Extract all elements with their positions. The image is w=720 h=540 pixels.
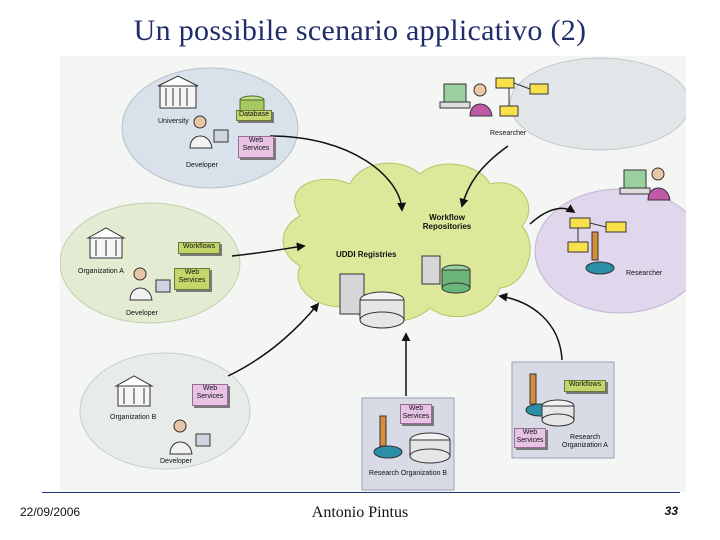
org-a-workflows-box: Workflows (178, 242, 220, 254)
database-icon-org-a (541, 399, 575, 427)
researcher-top-computer-icon (439, 83, 493, 117)
arrow-research-org-a-to-hub (498, 292, 563, 361)
developer-icon-org-b (169, 419, 211, 455)
university-cloud (121, 67, 299, 189)
org-b-web-services-box: Web Services (192, 384, 228, 406)
arrow-researcher-top-to-hub (459, 145, 509, 208)
research-org-b-web-services-box: Web Services (400, 404, 432, 424)
research-org-b-label: Research Organization B (368, 470, 448, 477)
org-a-label: Organization A (78, 268, 124, 275)
university-label: University (158, 118, 189, 125)
research-org-a-workflows-box: Workflows (564, 380, 606, 392)
uddi-server-icon (339, 273, 405, 329)
arrow-org-b-to-hub (227, 302, 320, 377)
hub-cloud (282, 162, 531, 323)
microscope-icon-org-b (373, 415, 403, 459)
uddi-registries-label: UDDI Registries (336, 250, 397, 259)
database-icon-org-b (409, 432, 451, 464)
org-a-cloud (60, 202, 241, 324)
database-label: Database (236, 110, 272, 121)
org-a-web-services-box: Web Services (174, 268, 210, 290)
university-developer-label: Developer (186, 162, 218, 169)
researcher-right-computer-icon (619, 167, 671, 201)
workflow-repositories-label: Workflow Repositories (422, 213, 472, 231)
slide-title: Un possibile scenario applicativo (2) (133, 14, 587, 47)
research-org-a-label: Research Organization A (562, 434, 608, 449)
research-org-a-web-services-box: Web Services (514, 428, 546, 448)
footer-author: Antonio Pintus (311, 504, 409, 521)
university-web-services-box: Web Services (238, 136, 274, 158)
org-b-label: Organization B (110, 414, 157, 421)
arrow-org-a-to-hub (231, 242, 306, 257)
workflow-repository-icon (421, 255, 471, 294)
footer-date: 22/09/2006 (20, 505, 81, 519)
org-b-cloud (79, 352, 251, 470)
researcher-top-workflow-icon (495, 77, 549, 117)
researcher-top-label: Researcher (490, 130, 527, 137)
arrow-university-to-hub (269, 135, 407, 212)
researcher-right-cloud (534, 188, 686, 314)
org-a-developer-label: Developer (126, 310, 158, 317)
scenario-diagram: University Database Web Services Develop… (60, 56, 686, 492)
footer-divider (42, 492, 680, 493)
diagram-graphics (60, 57, 686, 491)
org-b-developer-label: Developer (160, 458, 192, 465)
researcher-right-label: Researcher (626, 270, 663, 277)
researcher-top-cloud (509, 57, 686, 151)
page-number: 33 (664, 504, 678, 518)
researcher-right-workflow-icon (567, 217, 627, 253)
microscope-icon-researcher (585, 231, 615, 275)
arrow-hub-to-researcher-right (529, 204, 576, 225)
developer-icon-university (189, 115, 229, 149)
developer-icon-org-a (129, 267, 171, 301)
